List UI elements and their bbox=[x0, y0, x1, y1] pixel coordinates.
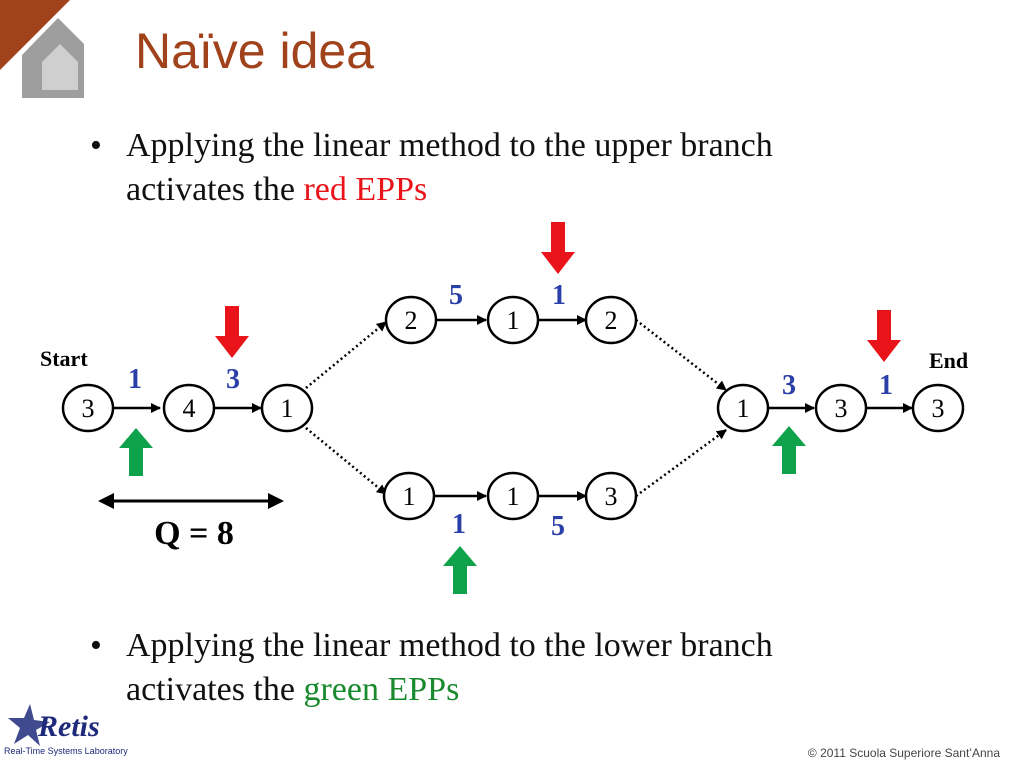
node-lower-3: 3 bbox=[584, 471, 638, 521]
node-lower-2: 1 bbox=[486, 471, 540, 521]
edge-label: 5 bbox=[551, 511, 565, 542]
node-11: 3 bbox=[814, 383, 868, 433]
logo-name: Retis bbox=[37, 710, 100, 743]
node-upper-2: 1 bbox=[486, 295, 540, 345]
bullet-upper-prefix: activates the bbox=[126, 171, 304, 208]
node-end-label: 3 bbox=[932, 394, 945, 423]
edge-label: 5 bbox=[449, 280, 463, 311]
edge-label: 1 bbox=[128, 364, 142, 395]
q-label: Q = 8 bbox=[154, 515, 234, 552]
node-join-label: 1 bbox=[737, 394, 750, 423]
edge-label: 1 bbox=[552, 280, 566, 311]
bullet-dot: • bbox=[90, 127, 102, 164]
node-upper-1: 2 bbox=[384, 295, 438, 345]
node-upper-3: 2 bbox=[584, 295, 638, 345]
node-2: 4 bbox=[162, 383, 216, 433]
red-down-arrow-icon bbox=[541, 222, 575, 274]
node-2-label: 4 bbox=[183, 394, 196, 423]
edge-label: 3 bbox=[226, 364, 240, 395]
q-double-arrow bbox=[98, 493, 284, 509]
fork-edge-upper bbox=[305, 321, 387, 389]
bullet-lower-highlight: green EPPs bbox=[303, 671, 460, 708]
retis-logo: Retis bbox=[8, 704, 100, 746]
node-end: 3 bbox=[911, 383, 965, 433]
node-start-label: 3 bbox=[82, 394, 95, 423]
end-label: End bbox=[929, 348, 968, 373]
node-11-label: 3 bbox=[835, 394, 848, 423]
red-down-arrow-icon bbox=[215, 306, 249, 358]
logo-tagline: Real-Time Systems Laboratory bbox=[4, 746, 128, 756]
node-fork-label: 1 bbox=[281, 394, 294, 423]
bullet-upper-line1: Applying the linear method to the upper … bbox=[126, 127, 773, 164]
green-up-arrow-icon bbox=[443, 546, 477, 594]
footer-copyright: © 2011 Scuola Superiore Sant’Anna bbox=[807, 746, 1000, 760]
edge-label: 3 bbox=[782, 370, 796, 401]
corner-logo bbox=[0, 0, 84, 98]
red-down-arrow-icon bbox=[867, 310, 901, 362]
join-edge-upper bbox=[635, 319, 727, 391]
bullet-dot: • bbox=[90, 627, 102, 664]
node-lower-1-label: 1 bbox=[403, 482, 416, 511]
green-up-arrow-icon bbox=[119, 428, 153, 476]
bullet-lower-prefix: activates the bbox=[126, 671, 304, 708]
edge-label: 1 bbox=[879, 370, 893, 401]
start-label: Start bbox=[40, 346, 88, 371]
node-upper-3-label: 2 bbox=[605, 306, 618, 335]
page-title: Naïve idea bbox=[135, 23, 375, 79]
join-edge-lower bbox=[635, 428, 727, 498]
fork-edge-lower bbox=[305, 427, 387, 495]
node-lower-1: 1 bbox=[382, 471, 436, 521]
node-join: 1 bbox=[716, 383, 770, 433]
node-lower-3-label: 3 bbox=[605, 482, 618, 511]
bullet-lower-line1: Applying the linear method to the lower … bbox=[126, 627, 773, 664]
star-icon bbox=[8, 704, 50, 746]
node-fork: 1 bbox=[260, 383, 314, 433]
node-start: 3 bbox=[61, 383, 115, 433]
edge-label: 1 bbox=[452, 509, 466, 540]
bullet-upper-highlight: red EPPs bbox=[303, 171, 428, 208]
node-upper-2-label: 1 bbox=[507, 306, 520, 335]
node-upper-1-label: 2 bbox=[405, 306, 418, 335]
green-up-arrow-icon bbox=[772, 426, 806, 474]
node-lower-2-label: 1 bbox=[507, 482, 520, 511]
